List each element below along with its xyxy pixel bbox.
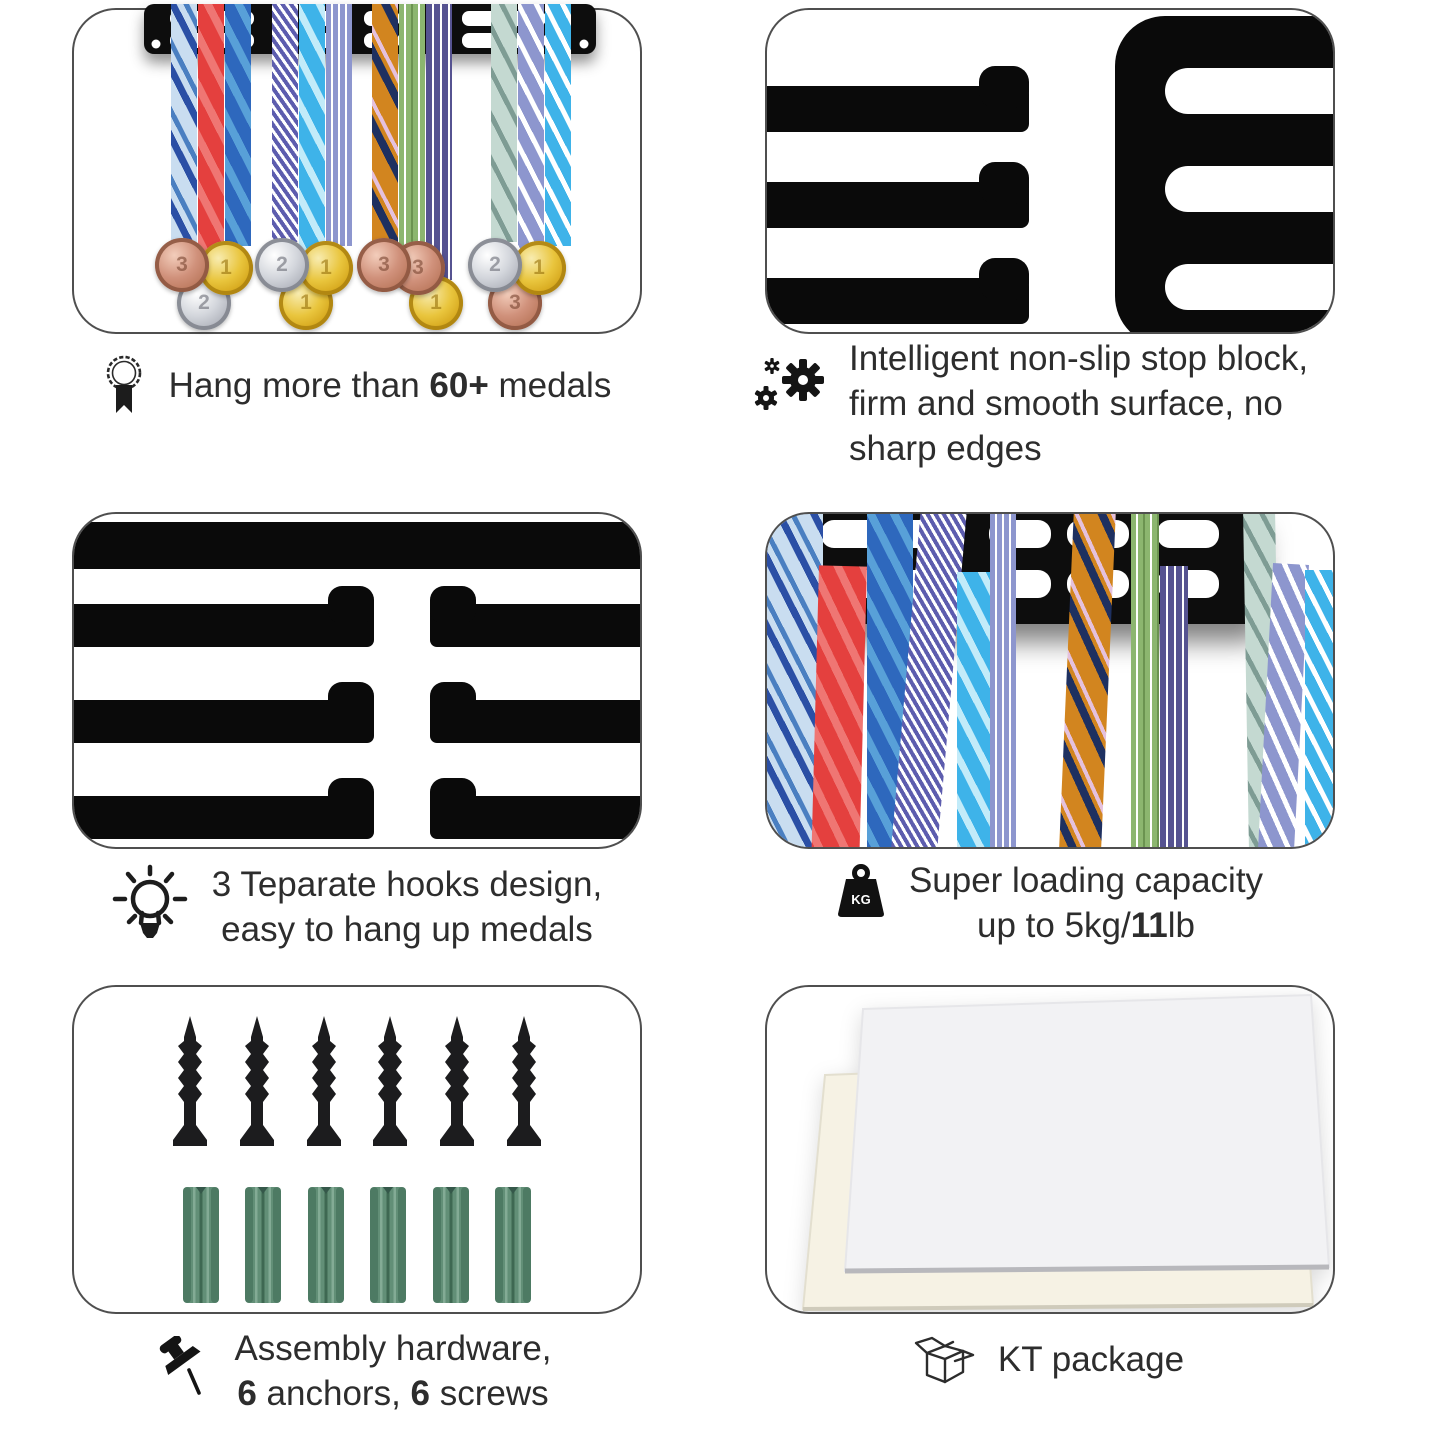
wall-anchor	[307, 1187, 344, 1303]
ribbon-darkpurple_vert	[426, 4, 452, 280]
lightbulb-icon	[112, 864, 188, 938]
ribbon-cyan_diag	[299, 4, 325, 280]
screws-row	[168, 1013, 546, 1153]
caption-text: Super loading capacity up to 5kg/11lb	[908, 861, 1264, 945]
ribbon-orange_navy	[372, 4, 398, 242]
caption-hang-medals: Hang more than 60+ medals	[72, 352, 638, 418]
screw	[173, 1016, 207, 1146]
hooks-diagram	[74, 522, 640, 839]
svg-text:KG: KG	[851, 892, 871, 907]
medal-silver: 2	[468, 238, 522, 292]
screw	[306, 1016, 341, 1146]
caption-hardware: Assembly hardware, 6 anchors, 6 screws	[72, 1326, 638, 1416]
ribbon-darkpurple_vert	[1160, 566, 1188, 847]
pushpin-icon	[160, 1336, 202, 1395]
ribbon-red_stripe	[809, 565, 867, 847]
anchors-row	[181, 1183, 533, 1305]
wall-anchor	[245, 1187, 282, 1303]
caption-text: KT package	[997, 1339, 1185, 1379]
stop-block-diagram	[767, 16, 1333, 332]
ribbon-periwinkle_vert	[326, 4, 352, 246]
medal-silver: 2	[255, 238, 309, 292]
panel-ribbon-closeup	[765, 512, 1335, 849]
medal-bronze: 3	[155, 238, 209, 292]
ribbon-blue_diag	[225, 4, 251, 246]
kg-weight-icon: KG	[837, 864, 884, 917]
ribbon-periwinkle_diag	[518, 4, 544, 280]
ribbon-cyan_diag2	[1305, 570, 1333, 847]
ribbon-orange_navy	[1058, 514, 1116, 847]
panel-hardware	[72, 985, 642, 1314]
caption-text: Hang more than 60+ medals	[168, 365, 612, 405]
caption-text: Intelligent non-slip stop block, firm an…	[849, 339, 1309, 468]
caption-stop-block: Intelligent non-slip stop block, firm an…	[751, 336, 1371, 471]
caption-text: Assembly hardware, 6 anchors, 6 screws	[234, 1329, 552, 1413]
ribbon-closeup-layer	[767, 514, 1333, 847]
screw	[373, 1016, 408, 1146]
ribbon-purple_fine	[272, 4, 298, 242]
gears-icon	[754, 358, 824, 410]
ribbon-seafoam_diag	[491, 4, 517, 242]
caption-kt-package: KT package	[765, 1330, 1331, 1388]
ribbon-periwinkle_vert	[990, 514, 1016, 847]
wall-anchor	[183, 1187, 219, 1303]
screw	[440, 1016, 475, 1146]
rosette-icon	[106, 355, 141, 413]
panel-kt-package	[765, 985, 1335, 1314]
ribbon-green_vert	[1131, 514, 1159, 847]
panel-stop-block	[765, 8, 1335, 334]
ribbon-cyan_diag2	[545, 4, 571, 246]
screw	[506, 1016, 541, 1146]
wall-anchor	[494, 1187, 531, 1303]
caption-hooks-design: 3 Teparate hooks design, easy to hang up…	[72, 861, 638, 953]
screw	[239, 1016, 274, 1146]
wall-anchor	[432, 1187, 469, 1303]
ribbon-red_stripe	[198, 4, 224, 280]
wall-anchor	[370, 1187, 407, 1303]
box-icon	[914, 1336, 975, 1384]
medal-bronze: 3	[357, 238, 411, 292]
kt-boards	[801, 993, 1331, 1311]
caption-loading-capacity: KG Super loading capacity up to 5kg/11lb	[765, 858, 1331, 948]
ribbon-green_vert	[399, 4, 425, 246]
panel-hooks-design	[72, 512, 642, 849]
ribbon-lightblue_diag	[171, 4, 197, 242]
caption-text: 3 Teparate hooks design, easy to hang up…	[211, 865, 603, 949]
